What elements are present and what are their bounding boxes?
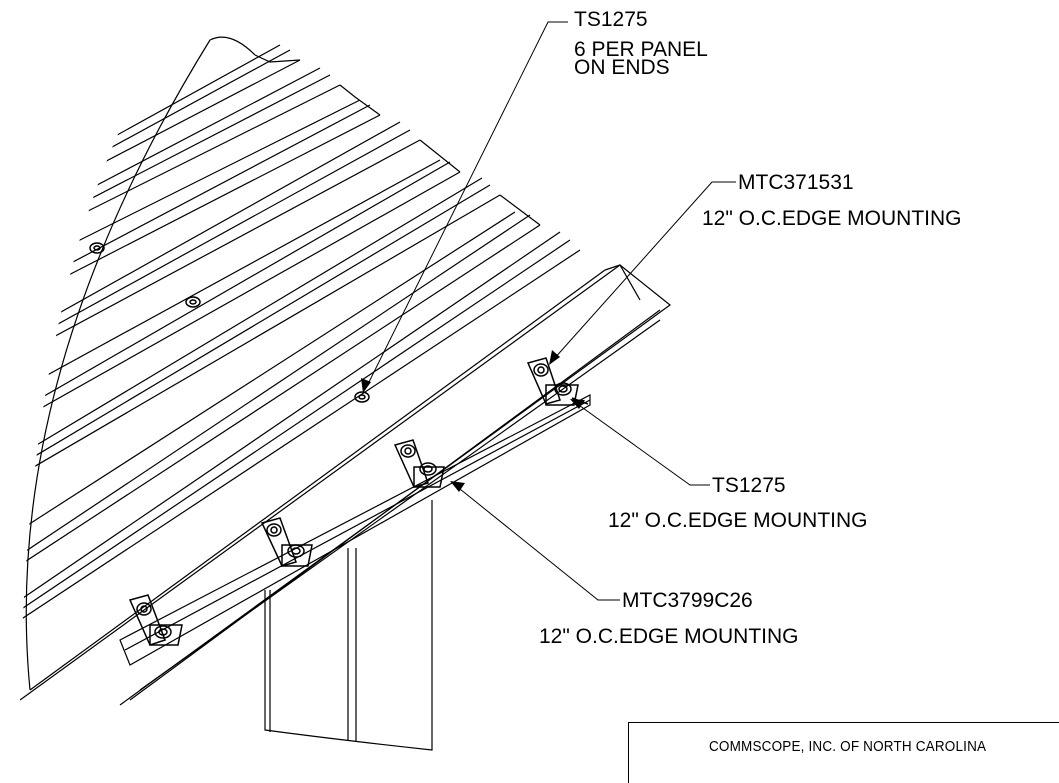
corrugated-panel <box>20 44 671 706</box>
leader-lines <box>365 21 736 601</box>
callout-top-fastener: TS1275 6 PER PANEL ON ENDS <box>574 9 708 78</box>
callout-top-quantity: 6 PER PANEL <box>574 38 708 61</box>
edge-rail <box>119 394 591 666</box>
callout-mtc3799c26-part: MTC3799C26 <box>622 589 753 612</box>
title-block: COMMSCOPE, INC. OF NORTH CAROLINA <box>628 722 1059 783</box>
support-post <box>264 500 433 751</box>
edge-mount-clips <box>128 357 589 646</box>
callout-top-part: TS1275 <box>574 8 648 31</box>
company-name: COMMSCOPE, INC. OF NORTH CAROLINA <box>709 738 987 755</box>
callout-mtc371531-note: 12" O.C.EDGE MOUNTING <box>702 207 962 230</box>
callout-ts1275-edge-part: TS1275 <box>712 474 786 497</box>
leader-arrowheads <box>361 350 585 492</box>
callout-mtc3799c26: MTC3799C26 <box>622 590 753 611</box>
callout-ts1275-edge-note: 12" O.C.EDGE MOUNTING <box>608 509 868 532</box>
callout-mtc371531: MTC371531 <box>738 172 854 193</box>
panel-fasteners <box>89 242 370 403</box>
callout-ts1275-edge: TS1275 <box>712 475 786 496</box>
callout-mtc371531-part: MTC371531 <box>738 171 854 194</box>
callout-mtc3799c26-note: 12" O.C.EDGE MOUNTING <box>539 625 799 648</box>
callout-top-location: ON ENDS <box>574 56 670 79</box>
